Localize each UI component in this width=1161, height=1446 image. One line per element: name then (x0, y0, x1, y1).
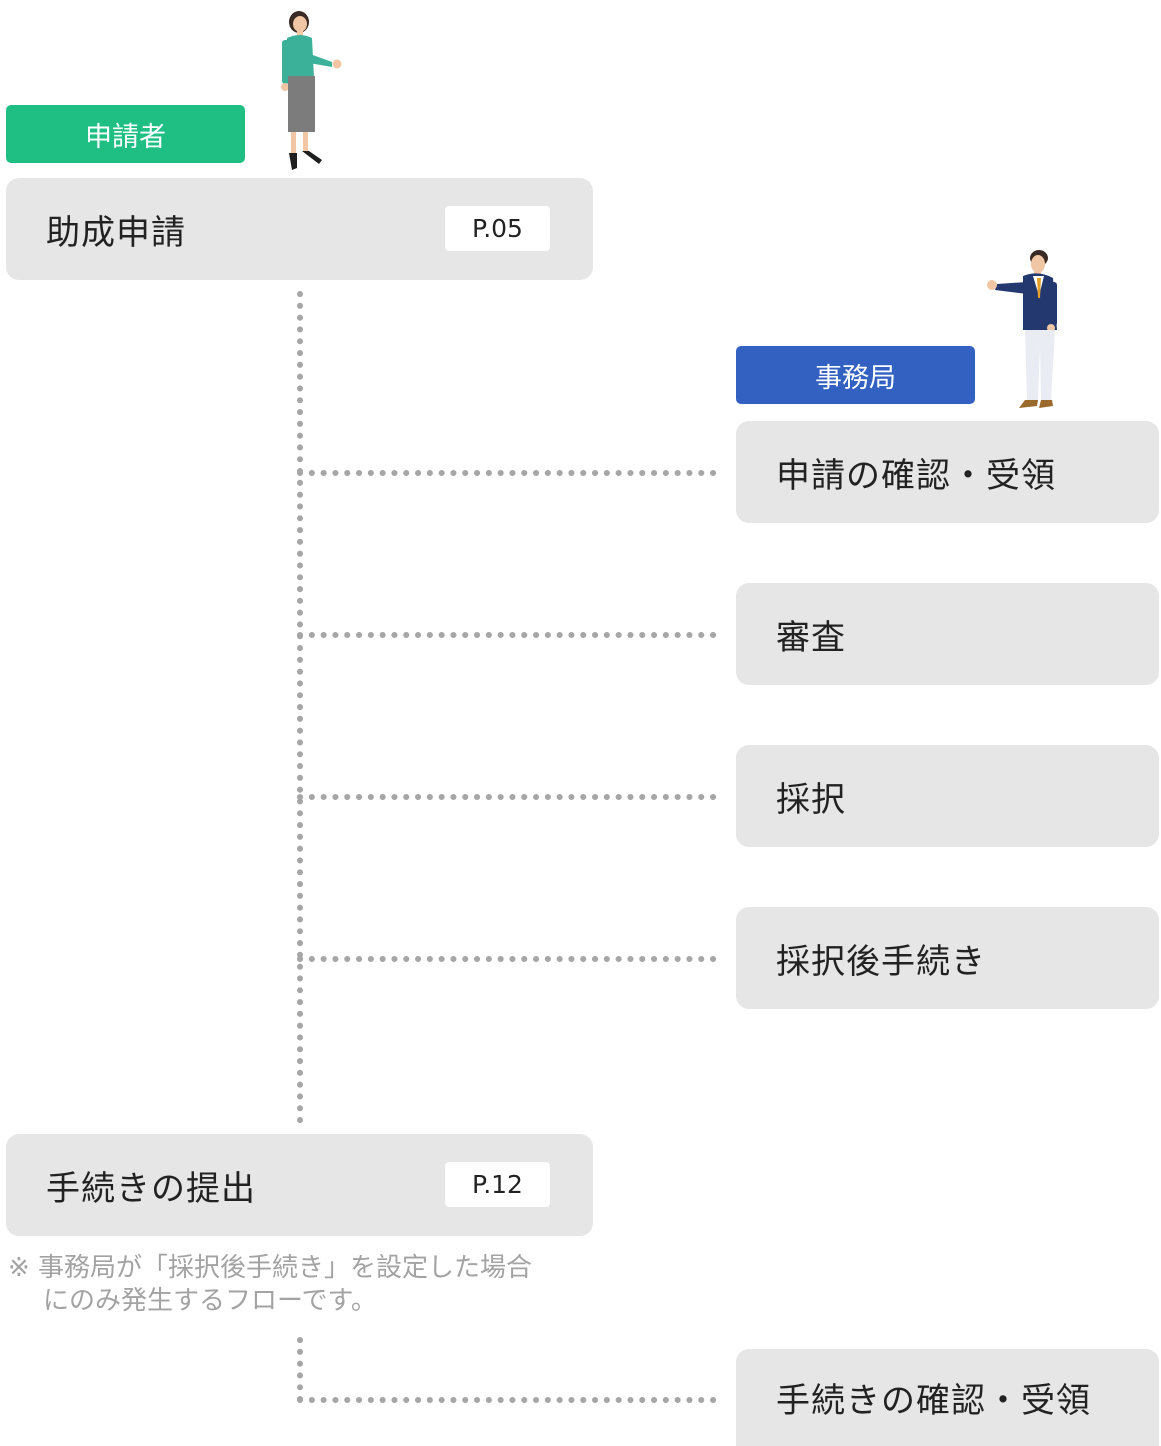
step-procedure-submission: 手続きの提出 P.12 (6, 1134, 593, 1236)
applicant-role-label: 申請者 (85, 121, 166, 153)
applicant-role-tag: 申請者 (6, 105, 245, 163)
step-adoption: 採択 (736, 745, 1159, 847)
woman-presenting-icon (281, 11, 342, 170)
footnote-line-1: ※ 事務局が「採択後手続き」を設定した場合 (8, 1253, 533, 1283)
step-label: 申請の確認・受領 (776, 455, 1056, 496)
footnote: ※ 事務局が「採択後手続き」を設定した場合 にのみ発生するフローです。 (8, 1252, 608, 1318)
step-review: 審査 (736, 583, 1159, 685)
step-procedure-confirm-receive: 手続きの確認・受領 (736, 1349, 1159, 1446)
step-label: 助成申請 (46, 212, 186, 253)
footnote-line-2: にのみ発生するフローです。 (43, 1286, 377, 1316)
man-in-suit-presenting-icon (987, 250, 1057, 408)
step-label: 採択後手続き (776, 941, 986, 982)
step-label: 審査 (776, 617, 846, 658)
office-role-tag: 事務局 (736, 346, 975, 404)
step-post-adoption-procedure: 採択後手続き (736, 907, 1159, 1009)
step-label: 採択 (776, 779, 846, 820)
office-role-label: 事務局 (815, 362, 896, 394)
page-reference-link[interactable]: P.12 (445, 1162, 550, 1207)
page-reference-link[interactable]: P.05 (445, 206, 550, 251)
step-label: 手続きの確認・受領 (776, 1381, 1091, 1421)
step-label: 手続きの提出 (46, 1168, 256, 1209)
step-grant-application: 助成申請 P.05 (6, 178, 593, 280)
step-application-confirm-receive: 申請の確認・受領 (736, 421, 1159, 523)
